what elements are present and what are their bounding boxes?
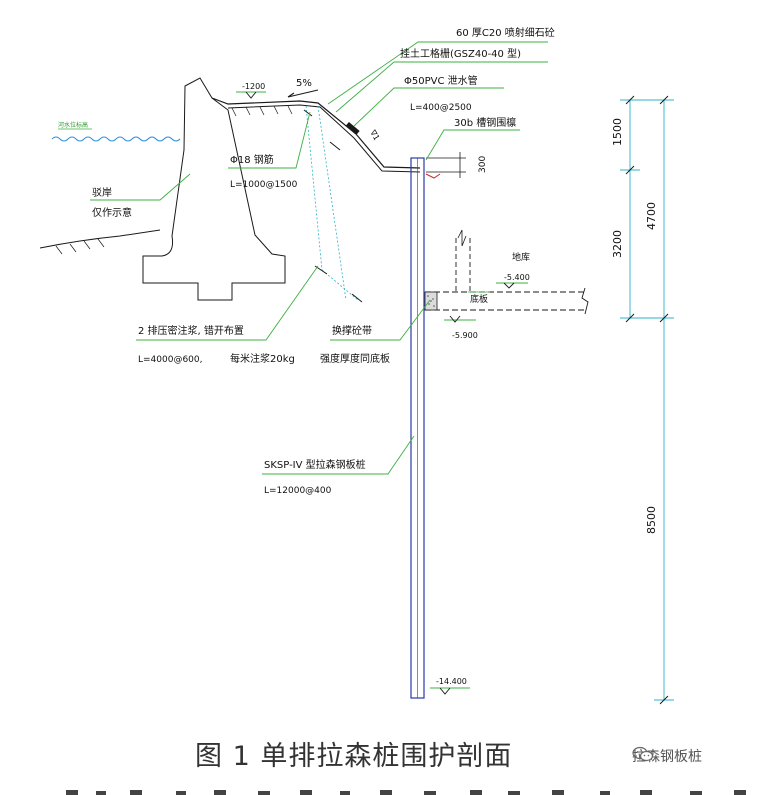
slab bbox=[425, 287, 589, 315]
dim-1500-label: 1500 bbox=[611, 118, 624, 146]
grouting-amount-label: 每米注浆20kg bbox=[230, 352, 295, 365]
dim-3200-label: 3200 bbox=[611, 230, 624, 258]
sheet-pile-label: SKSP-IV 型拉森钢板桩 bbox=[264, 458, 366, 471]
leader-lines bbox=[90, 41, 548, 475]
geogrid-label: 挂土工格栅(GSZ40-40 型) bbox=[400, 47, 521, 60]
replacement-note-label: 强度厚度同底板 bbox=[320, 352, 390, 365]
rebar-spacing-label: L=1000@1500 bbox=[230, 180, 298, 190]
water-level-label: 河水位标高 bbox=[58, 121, 88, 129]
waling-label: 30b 槽钢围檩 bbox=[454, 116, 516, 129]
level-marker-basement: -5.400 地库 bbox=[496, 251, 530, 289]
cropped-text-strip bbox=[66, 790, 746, 795]
grouting-label: 2 排压密注浆, 错开布置 bbox=[138, 324, 244, 337]
level-top-label: -1200 bbox=[242, 82, 265, 91]
rebar-label: Φ18 钢筋 bbox=[230, 153, 274, 166]
waling-anchor bbox=[425, 173, 441, 179]
drain-pipe-tag: ∇1 bbox=[368, 128, 382, 142]
slope-label: 5% bbox=[296, 78, 312, 89]
drain-pipe-label: Φ50PVC 泄水管 bbox=[404, 74, 478, 87]
grouting-spacing-label: L=4000@600, bbox=[138, 355, 203, 365]
dim-8500-label: 8500 bbox=[645, 506, 658, 534]
wechat-icon bbox=[632, 746, 654, 762]
sheet-pile-spacing-label: L=12000@400 bbox=[264, 486, 332, 496]
dim-4700-label: 4700 bbox=[645, 202, 658, 230]
replacement-belt-label: 换撑砼带 bbox=[332, 324, 372, 337]
level-marker-toe: -14.400 bbox=[430, 677, 470, 695]
revetment-label: 驳岸 bbox=[92, 187, 112, 199]
revetment-wall bbox=[142, 77, 286, 301]
basement-wall bbox=[455, 238, 471, 292]
left-ground-hatch bbox=[55, 238, 105, 255]
shotcrete-label: 60 厚C20 喷射细石砼 bbox=[456, 26, 555, 39]
basement-label: 地库 bbox=[512, 251, 530, 263]
slab-label: 底板 bbox=[470, 293, 488, 305]
revetment-note-label: 仅作示意 bbox=[92, 206, 132, 219]
drain-pipe-symbol bbox=[345, 121, 360, 135]
figure-caption: 图 1 单排拉森桩围护剖面 bbox=[195, 741, 513, 772]
level-marker-slab: -5.900 bbox=[444, 315, 478, 340]
level-marker-top: -1200 bbox=[236, 82, 266, 99]
level-toe-label: -14.400 bbox=[436, 677, 467, 686]
dimension-ticks bbox=[625, 95, 669, 705]
break-mark bbox=[457, 229, 467, 247]
top-ground-2 bbox=[227, 104, 421, 173]
level-slab-label: -5.900 bbox=[452, 331, 478, 340]
level-basement-label: -5.400 bbox=[504, 273, 530, 282]
water-surface bbox=[51, 136, 181, 142]
left-ground bbox=[39, 229, 161, 249]
top-ground bbox=[211, 97, 421, 169]
dim-300-label: 300 bbox=[478, 156, 488, 173]
top-ground-hatch bbox=[231, 105, 293, 117]
watermark: 拉森钢板桩 bbox=[632, 746, 702, 766]
dimension-lines bbox=[620, 99, 674, 701]
slope-arrow bbox=[287, 89, 319, 98]
rebar-lines bbox=[305, 105, 359, 301]
drain-pipe-spacing-label: L=400@2500 bbox=[410, 103, 472, 113]
belt-stipple bbox=[427, 295, 435, 307]
